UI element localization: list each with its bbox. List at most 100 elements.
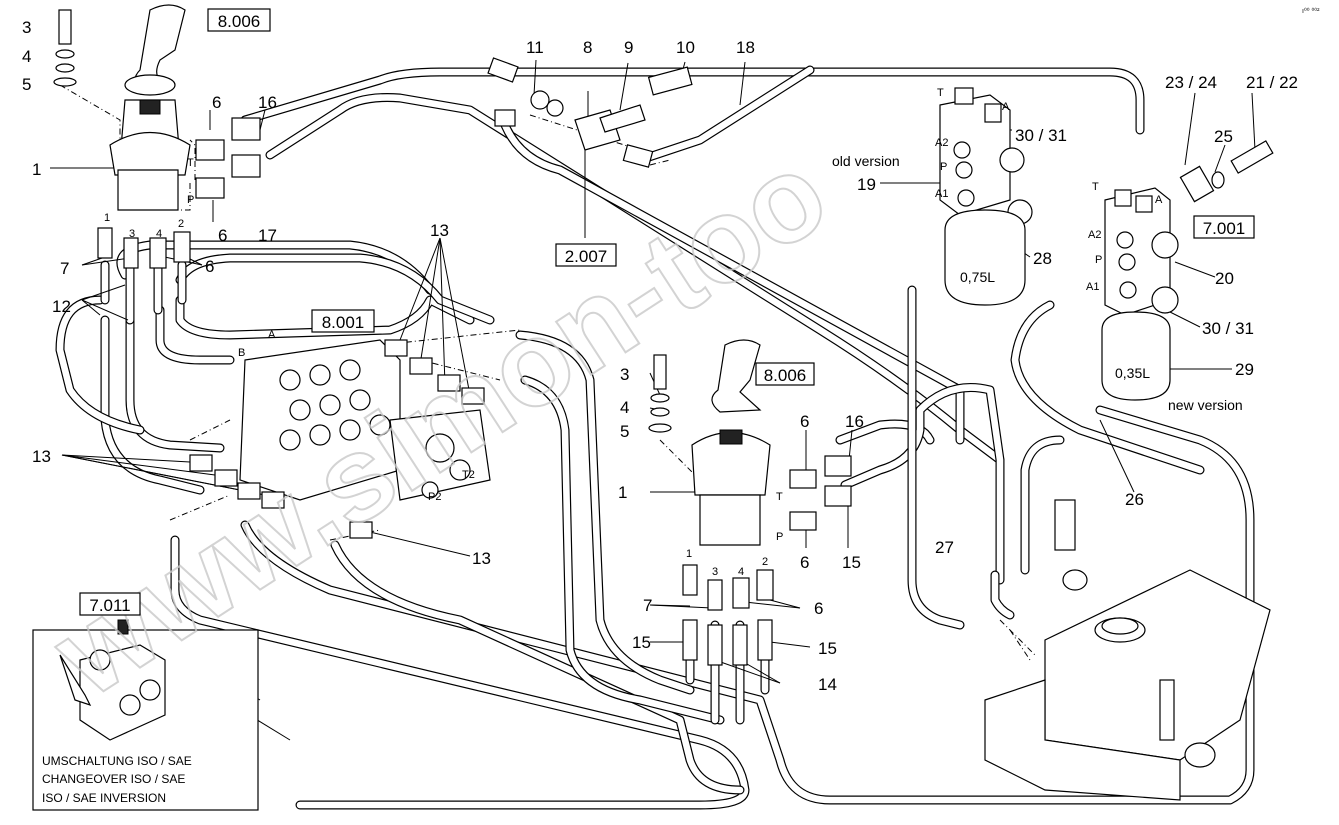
ref-box-7001[interactable]: 7.001 [1193, 215, 1255, 239]
label-9: 9 [624, 38, 633, 57]
joystick-center [691, 339, 771, 546]
label-6: 6 [814, 599, 823, 618]
accumulator-old-volume: 0,75L [960, 269, 995, 285]
port-P2: P2 [428, 491, 441, 503]
label-3: 3 [620, 365, 629, 384]
label-5: 5 [22, 75, 31, 94]
fittings-13 [189, 339, 485, 539]
label-27: 27 [935, 538, 954, 557]
port-P: P [940, 161, 947, 173]
port-T2: T2 [462, 469, 475, 481]
port-T: T [1092, 181, 1099, 193]
label-30-31: 30 / 31 [1202, 319, 1254, 338]
port-3: 3 [712, 566, 718, 578]
accumulator-new-volume: 0,35L [1115, 365, 1150, 381]
old-version-caption: old version [832, 153, 900, 169]
label-6: 6 [212, 93, 221, 112]
port-A1: A1 [1086, 281, 1099, 293]
ref-7001-label: 7.001 [1203, 219, 1246, 238]
label-5: 5 [620, 422, 629, 441]
label-20: 20 [1215, 269, 1234, 288]
label-28: 28 [1033, 249, 1052, 268]
label-30-31: 30 / 31 [1015, 126, 1067, 145]
ref-box-7011[interactable]: 7.011 [79, 592, 141, 616]
port-A1: A1 [935, 188, 948, 200]
ref-8006-top-label: 8.006 [218, 12, 261, 31]
port-4: 4 [156, 228, 162, 240]
label-21-22: 21 / 22 [1246, 73, 1298, 92]
part-labels: 3 4 5 1 6 16 6 17 7 6 12 13 13 13 11 8 9… [22, 18, 1298, 694]
label-3: 3 [22, 18, 31, 37]
ref-box-2007[interactable]: 2.007 [555, 243, 617, 267]
port-A: A [1155, 194, 1163, 206]
label-17: 17 [258, 226, 277, 245]
label-1: 1 [618, 483, 627, 502]
port-A2: A2 [1088, 229, 1101, 241]
label-1: 1 [32, 160, 41, 179]
inset-line-2: CHANGEOVER ISO / SAE [42, 772, 185, 786]
accumulator-valve-old [939, 87, 1033, 306]
label-7: 7 [60, 259, 69, 278]
port-B: B [238, 347, 245, 359]
port-4: 4 [738, 566, 744, 578]
label-4: 4 [620, 398, 629, 417]
inset-frame [32, 619, 259, 811]
ref-box-8001[interactable]: 8.001 [311, 309, 375, 333]
inset-line-3: ISO / SAE INVERSION [42, 791, 166, 805]
hose-lines [55, 65, 1255, 810]
port-labels: T P 1 3 4 2 A B T2 P2 T P 1 3 4 2 T A A2… [104, 87, 1163, 578]
label-4: 4 [22, 47, 31, 66]
label-25: 25 [1214, 127, 1233, 146]
port-A: A [1002, 101, 1010, 113]
port-A2: A2 [935, 137, 948, 149]
hydraulic-tank [984, 499, 1271, 801]
label-13: 13 [472, 549, 491, 568]
ref-2007-label: 2.007 [565, 247, 608, 266]
label-13: 13 [32, 447, 51, 466]
label-6: 6 [800, 412, 809, 431]
port-P: P [1095, 254, 1102, 266]
label-15: 15 [818, 639, 837, 658]
bolt-washer-stack-center [648, 354, 672, 433]
ref-8001-label: 8.001 [322, 313, 365, 332]
port-1: 1 [104, 212, 110, 224]
fittings-left [97, 117, 261, 269]
port-A: A [268, 329, 276, 341]
label-12: 12 [52, 297, 71, 316]
label-16: 16 [845, 412, 864, 431]
label-15: 15 [842, 553, 861, 572]
label-6: 6 [800, 553, 809, 572]
port-1: 1 [686, 548, 692, 560]
new-version-caption: new version [1168, 397, 1243, 413]
label-14: 14 [818, 675, 837, 694]
bolt-washer-stack-left [53, 9, 77, 87]
control-valve-block [239, 339, 491, 501]
port-2: 2 [762, 556, 768, 568]
label-11: 11 [526, 38, 544, 57]
label-15: 15 [632, 633, 651, 652]
label-10: 10 [676, 38, 695, 57]
port-2: 2 [178, 218, 184, 230]
port-T: T [776, 491, 783, 503]
label-6: 6 [205, 257, 214, 276]
label-26: 26 [1125, 490, 1144, 509]
label-16: 16 [258, 93, 277, 112]
ref-box-8006-top[interactable]: 8.006 [207, 8, 271, 32]
port-T: T [937, 87, 944, 99]
label-8: 8 [583, 38, 592, 57]
label-23-24: 23 / 24 [1165, 73, 1217, 92]
label-19: 19 [857, 175, 876, 194]
label-7: 7 [643, 596, 652, 615]
watermark: www.simon-too [30, 125, 849, 722]
ref-8006-center-label: 8.006 [764, 366, 807, 385]
port-P: P [187, 194, 194, 206]
ref-box-8006-center[interactable]: 8.006 [755, 362, 815, 386]
label-18: 18 [736, 38, 755, 57]
label-13: 13 [430, 221, 449, 240]
inset-line-1: UMSCHALTUNG ISO / SAE [42, 754, 192, 768]
fittings-center [682, 455, 852, 666]
port-3: 3 [129, 228, 135, 240]
accumulator-valve-new [1101, 140, 1274, 401]
tee-block-assembly [487, 57, 693, 168]
